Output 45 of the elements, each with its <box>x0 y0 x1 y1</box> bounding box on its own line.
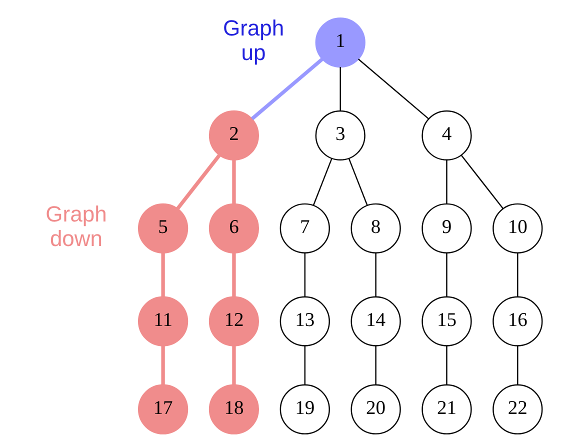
connector <box>232 346 236 385</box>
connector <box>348 158 368 206</box>
connector <box>460 155 503 209</box>
connector <box>304 346 305 385</box>
node-circle: 15 <box>421 296 472 346</box>
node-circle: 18 <box>208 384 259 434</box>
connector <box>232 252 236 297</box>
node-circle: 17 <box>137 384 188 434</box>
connector <box>516 252 518 297</box>
node-circle: 8 <box>350 203 400 254</box>
node-circle: 6 <box>208 203 259 254</box>
node-circle: 22 <box>492 384 542 434</box>
node-circle: 10 <box>492 203 542 254</box>
connector <box>446 160 447 204</box>
node-circle: 13 <box>279 296 330 346</box>
connector <box>160 252 164 297</box>
node-circle: 11 <box>137 296 188 346</box>
node-circle: 12 <box>208 296 259 346</box>
connector <box>304 252 305 297</box>
node-circle: 1 <box>314 17 365 68</box>
connector <box>374 346 376 385</box>
label: Graph up <box>222 16 284 66</box>
connector <box>160 346 164 385</box>
node-circle: 16 <box>492 296 542 346</box>
connector <box>232 160 236 204</box>
node-circle: 20 <box>350 384 400 434</box>
connector <box>516 346 518 385</box>
node-circle: 14 <box>350 296 400 346</box>
connector <box>374 252 376 297</box>
node-circle: 5 <box>137 203 188 254</box>
label: Graph down <box>45 202 106 251</box>
connector <box>339 67 340 111</box>
connector <box>250 58 323 120</box>
node-circle: 9 <box>421 203 472 254</box>
connector <box>176 154 220 210</box>
connector <box>446 346 447 385</box>
node-circle: 2 <box>208 110 259 161</box>
node-circle: 7 <box>279 203 330 254</box>
connector <box>358 58 428 120</box>
node-circle: 19 <box>279 384 330 434</box>
connector <box>312 158 332 206</box>
connector <box>446 252 447 297</box>
node-circle: 4 <box>421 110 472 161</box>
node-circle: 3 <box>314 110 365 161</box>
node-circle: 21 <box>421 384 472 434</box>
